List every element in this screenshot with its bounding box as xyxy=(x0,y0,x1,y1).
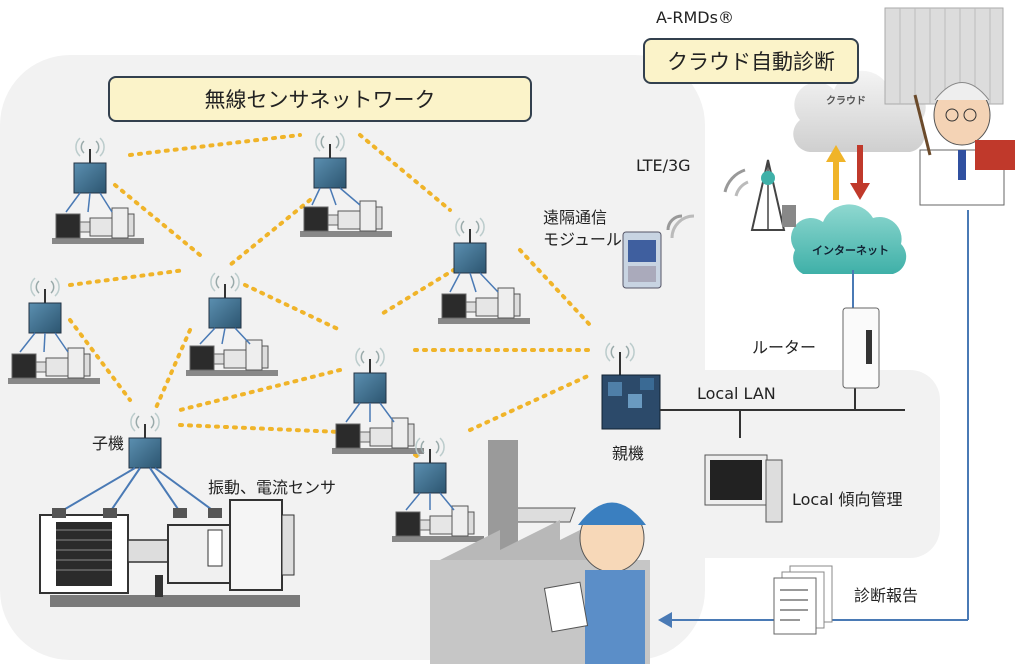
professor-figure xyxy=(913,82,1015,206)
wireless-network-title: 無線センサネットワーク xyxy=(108,76,532,122)
sensor-unit-1 xyxy=(51,138,145,245)
sensor-unit-7 xyxy=(391,438,485,543)
local-trend-label: Local 傾向管理 xyxy=(792,490,903,509)
parent-unit-label: 親機 xyxy=(612,444,645,463)
remote-module xyxy=(622,214,695,289)
sensor-label: 振動、電流センサ xyxy=(208,478,337,497)
sensor-unit-3 xyxy=(437,218,531,325)
sensor-unit-2 xyxy=(299,133,393,238)
cloud-arrows xyxy=(826,145,870,200)
server-racks xyxy=(884,7,1004,105)
internet-label: インターネット xyxy=(812,244,889,257)
worker-figure xyxy=(543,502,646,664)
brand-label: A-RMDs® xyxy=(656,8,734,27)
lte-tower xyxy=(723,159,796,231)
report-arrow-head xyxy=(658,612,672,628)
sensor-unit-4 xyxy=(7,278,101,385)
report-label: 診断報告 xyxy=(854,586,919,605)
remote-module-label-2: モジュール xyxy=(543,230,622,249)
sensor-unit-6 xyxy=(331,348,425,455)
child-unit xyxy=(39,413,300,607)
remote-module-label-1: 遠隔通信 xyxy=(543,208,608,227)
sensor-unit-5 xyxy=(185,273,279,377)
wireless-links xyxy=(68,133,592,460)
cloud-label: クラウド xyxy=(826,96,866,107)
parent-unit xyxy=(601,342,661,430)
lan-lines xyxy=(660,387,905,438)
desktop-pc xyxy=(499,454,783,523)
router xyxy=(842,285,880,389)
internet-cloud xyxy=(791,204,907,285)
report-documents xyxy=(773,565,833,635)
local-lan-label: Local LAN xyxy=(697,384,776,403)
router-label: ルーター xyxy=(752,338,817,357)
lte-label: LTE/3G xyxy=(636,156,691,175)
cloud-diagnosis-title: クラウド自動診断 xyxy=(643,38,859,84)
child-unit-label: 子機 xyxy=(92,434,125,453)
